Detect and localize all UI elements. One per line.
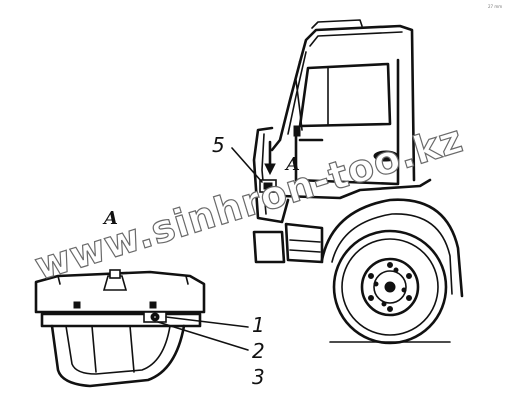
step-tread [289,239,321,253]
detail-knob [102,275,128,291]
cab-roof-spoiler [311,19,363,29]
wheel-rim [360,257,420,317]
leader-1 [165,316,249,328]
wheel-lug-nuts [368,262,412,312]
view-label-detail: A [102,208,118,229]
cab-lower [280,178,432,200]
leader-5 [231,147,263,183]
front-panel-inner [261,133,267,215]
cab-roof [298,24,416,182]
detail-bracket [50,324,186,388]
detail-bracket-rib-right [129,325,135,373]
door-window [298,62,392,128]
wheel-tire [332,229,448,345]
detail-knob-cap [109,269,121,279]
fender-outer [320,198,464,298]
cab-a-pillar [270,60,302,152]
wheel-center [384,281,396,293]
callout-2: 2 [252,339,265,363]
cab-windshield-edge [287,51,307,135]
bumper [252,230,286,264]
leader-lines [157,147,263,351]
view-arrow-head [264,163,276,176]
callout-3: 3 [252,365,265,389]
detail-stud-right [149,301,157,309]
corner-mark: 27 mm [488,4,502,9]
door-emblem [373,150,399,162]
wheel-hub [373,270,407,304]
truck-cab [252,19,464,345]
cab-roof-inner [309,31,403,47]
detail-view-a [34,269,206,388]
detail-cover-edge [57,275,189,285]
detail-stud-left [73,301,81,309]
detail-fastener [143,311,167,323]
fender-inner [331,213,453,295]
part-5-core [263,182,273,190]
callout-1: 1 [252,313,265,337]
detail-base-plate [40,312,202,328]
view-label-on-truck: A [284,154,300,175]
detail-bracket-inner [65,325,171,375]
step [284,222,324,264]
leader-2 [157,321,249,351]
detail-bracket-rib-left [91,325,97,373]
wheel-tire-inner [341,238,439,336]
callout-5: 5 [212,133,225,157]
detail-cover [34,270,206,314]
front-panel [252,126,290,224]
mirror-arm [295,79,303,131]
door-outline [294,58,400,186]
